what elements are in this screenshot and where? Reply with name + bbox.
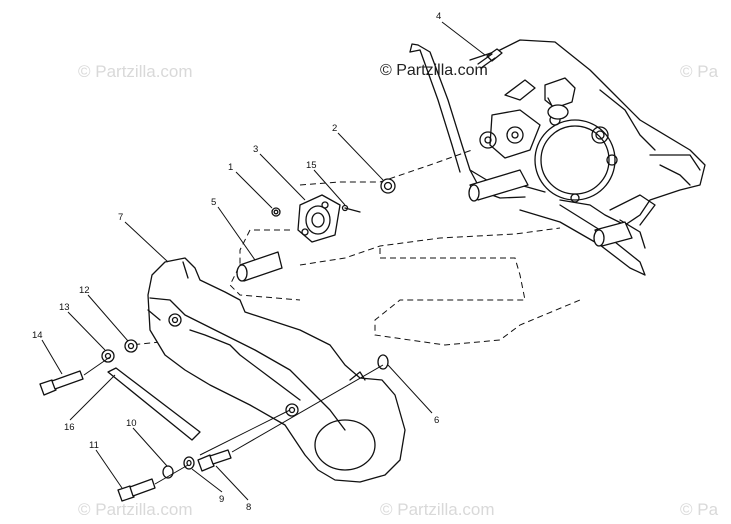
alignment-lines (129, 149, 581, 346)
watermark-top-left: © Partzilla.com (78, 62, 193, 81)
callout-8: 8 (246, 502, 251, 513)
spacer-item-6 (377, 354, 389, 370)
bolt-item-8 (197, 449, 232, 472)
hardware-item-15 (341, 204, 361, 213)
sleeve-item-5 (236, 251, 283, 282)
engine-housing (409, 39, 706, 276)
callout-12: 12 (79, 285, 90, 296)
bearing-flange-plate (297, 194, 341, 243)
callout-9: 9 (219, 494, 224, 505)
callout-labels: 1 2 3 4 5 6 7 8 9 10 11 12 13 14 15 16 (32, 11, 441, 513)
lockwasher-item-13 (101, 349, 115, 363)
hardware-item-1 (271, 207, 281, 217)
watermark-bottom-right: © Pa (680, 500, 719, 519)
fastener-center-lines (83, 356, 384, 485)
washer-item-9 (183, 456, 195, 470)
callout-14: 14 (32, 330, 43, 341)
callout-1: 1 (228, 162, 233, 173)
watermark-bottom-center: © Partzilla.com (380, 500, 495, 519)
callout-11: 11 (89, 440, 99, 451)
watermark-bottom-left: © Partzilla.com (78, 500, 193, 519)
lower-cover (147, 257, 406, 483)
leader-lines (41, 21, 486, 501)
callout-15: 15 (306, 160, 317, 171)
washer-item-12 (124, 339, 138, 353)
hardware-item-2 (380, 178, 396, 194)
callout-4: 4 (436, 11, 441, 22)
rod-item-16 (107, 367, 201, 441)
callout-2: 2 (332, 123, 337, 134)
callout-6: 6 (434, 415, 439, 426)
callout-7: 7 (118, 212, 123, 223)
watermark-top-right: © Pa (680, 62, 719, 81)
callout-13: 13 (59, 302, 70, 313)
callout-3: 3 (253, 144, 258, 155)
bolt-item-11 (117, 478, 156, 502)
callout-10: 10 (126, 418, 137, 429)
callout-16: 16 (64, 422, 75, 433)
bolt-item-14 (39, 370, 84, 396)
callout-5: 5 (211, 197, 216, 208)
watermark-main: © Partzilla.com (380, 62, 488, 79)
